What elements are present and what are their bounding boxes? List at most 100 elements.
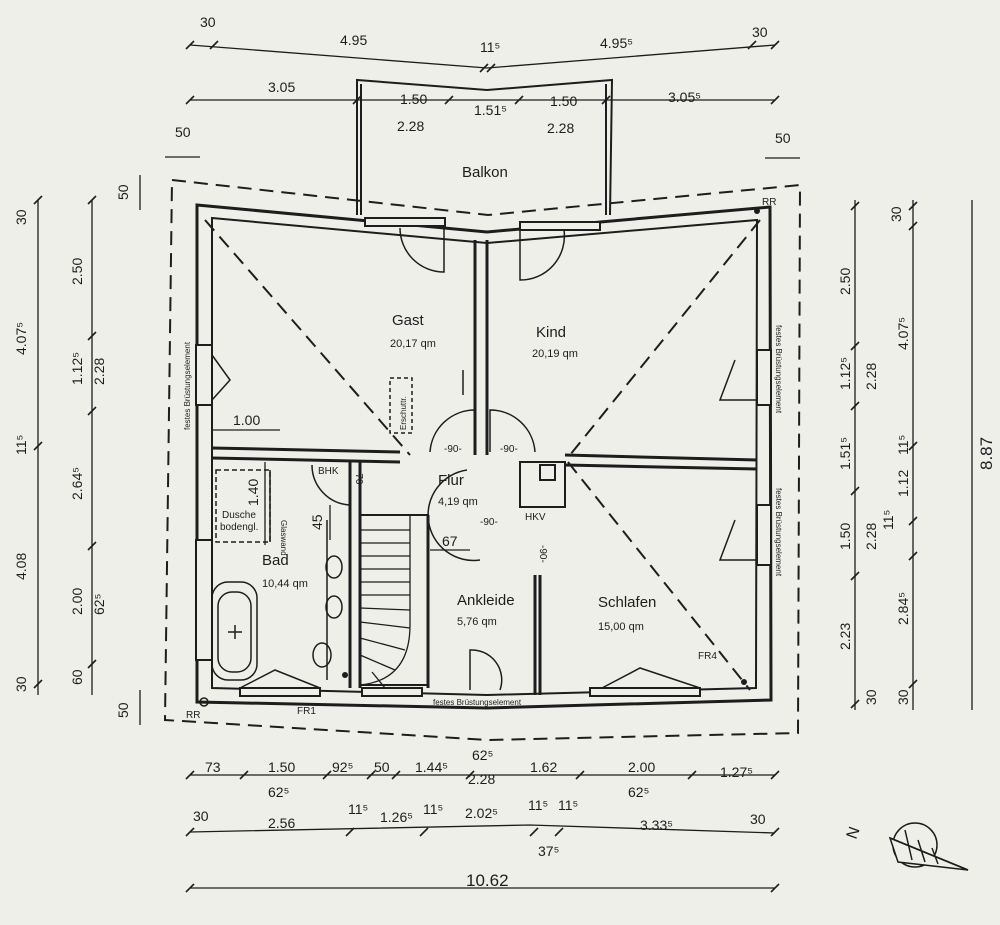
label-brust-bottom: festes Brüstungselement — [433, 698, 522, 707]
area-flur: 4,19 qm — [438, 496, 478, 508]
dimension-ticks — [33, 40, 918, 893]
dim-top1-1: 4.95 — [340, 32, 367, 48]
dim-top2-4: 1.50 — [550, 93, 577, 109]
windows — [195, 217, 772, 697]
area-bad: 10,44 qm — [262, 578, 308, 590]
label-rr-bottom: RR — [186, 710, 200, 721]
dim-right-outer-6: 30 — [895, 689, 911, 705]
dim-top1-3: 4.95⁵ — [600, 35, 633, 51]
dim-left-inner-6: 62⁵ — [91, 594, 107, 615]
label-bhk: BHK — [318, 466, 339, 477]
dim-bottom2-7: 11⁵ — [558, 797, 578, 813]
door-kind: -90- — [500, 444, 518, 455]
door-gast: -90- — [444, 444, 462, 455]
dim-right-inner-7: 30 — [863, 689, 879, 705]
dim-right-inner-2: 2.28 — [863, 363, 879, 390]
dim-top2-0: 3.05 — [268, 79, 295, 95]
dim-bottom1-4: 50 — [374, 759, 390, 775]
dim-bottom2-1: 2.56 — [268, 815, 295, 831]
room-gast: Gast — [392, 312, 425, 329]
door-ankleide: -90- — [537, 545, 548, 563]
label-bodengl: bodengl. — [220, 522, 258, 533]
dim-bottom1-8: 1.62 — [530, 759, 557, 775]
north-arrow-icon: N — [844, 822, 969, 871]
room-flur: Flur — [438, 472, 464, 489]
markers — [342, 208, 760, 685]
dim-67: 67 — [442, 533, 458, 549]
dim-top1-4: 30 — [752, 24, 768, 40]
area-gast: 20,17 qm — [390, 338, 436, 350]
dim-right-inner-1: 1.12⁵ — [837, 357, 853, 390]
dim-bottom1-5: 1.44⁵ — [415, 759, 448, 775]
dim-top1-2: 11⁵ — [480, 39, 500, 55]
label-fr4: FR4 — [698, 651, 717, 662]
dim-left-inner-2: 1.12⁵ — [69, 352, 85, 385]
dim-right-outer-0: 30 — [888, 206, 904, 222]
dim-bottom2-6: 11⁵ — [528, 797, 548, 813]
label-dusche: Dusche — [222, 510, 256, 521]
staircase — [359, 515, 411, 689]
room-labels: Balkon Gast 20,17 qm Kind 20,19 qm Flur … — [262, 164, 656, 633]
dim-top1-0: 30 — [200, 14, 216, 30]
dim-bottom2-4: 11⁵ — [423, 801, 443, 817]
dim-left-outer-4: 30 — [13, 676, 29, 692]
roof-outline — [163, 178, 802, 742]
label-hkv: HKV — [525, 512, 546, 523]
dim-right-outer-3: 1.12 — [895, 470, 911, 497]
dim-bottom2-9: 3.33⁵ — [640, 817, 673, 833]
dim-bottom2-10: 30 — [750, 811, 766, 827]
label-erschuettr: Erschuttr. — [399, 396, 408, 430]
room-kind: Kind — [536, 324, 566, 341]
label-rr-top: RR — [762, 197, 776, 208]
dimension-lines — [37, 44, 973, 889]
dim-bottom1-7: 2.28 — [468, 771, 495, 787]
balcony — [356, 78, 614, 216]
dim-bottom2-2: 11⁵ — [348, 801, 368, 817]
dim-corner-right: 50 — [775, 130, 791, 146]
dim-top2-2: 2.28 — [397, 118, 424, 134]
dim-left-inner-1: 2.50 — [69, 258, 85, 285]
dim-left-inner-0: 50 — [115, 184, 131, 200]
dim-left-outer-0: 30 — [13, 209, 29, 225]
room-ankleide: Ankleide — [457, 592, 515, 609]
dim-bottom1-10: 62⁵ — [628, 784, 649, 800]
room-balkon: Balkon — [462, 164, 508, 181]
dim-left-inner-4: 2.64⁵ — [69, 467, 85, 500]
dim-left-inner-5: 2.00 — [69, 588, 85, 615]
room-schlafen: Schlafen — [598, 594, 656, 611]
dim-left-outer-2: 11⁵ — [13, 435, 29, 455]
dim-bottom2-0: 30 — [193, 808, 209, 824]
dim-right-outer-5: 2.84⁵ — [895, 592, 911, 625]
dim-top2-1: 1.50 — [400, 91, 427, 107]
marker-rings — [199, 377, 413, 707]
dim-bottom2-8: 37⁵ — [538, 843, 559, 859]
area-schlafen: 15,00 qm — [598, 621, 644, 633]
dim-45: 45 — [309, 514, 325, 530]
label-brust-left: festes Brüstungselement — [183, 341, 192, 430]
dim-bottom1-11: 1.27⁵ — [720, 764, 753, 780]
dim-bottom1-6: 62⁵ — [472, 747, 493, 763]
dim-right-outer-1: 4.07⁵ — [895, 317, 911, 350]
dim-top2-6: 3.05⁵ — [668, 89, 701, 105]
area-kind: 20,19 qm — [532, 348, 578, 360]
dim-right-inner-4: 1.50 — [837, 523, 853, 550]
dim-corner-left: 50 — [175, 124, 191, 140]
dimension-texts: 30 4.95 11⁵ 4.95⁵ 30 3.05 1.50 2.28 1.51… — [13, 14, 996, 890]
room-bad: Bad — [262, 552, 289, 569]
dim-1-40: 1.40 — [245, 479, 261, 506]
dim-top2-3: 1.51⁵ — [474, 102, 507, 118]
north-label: N — [844, 825, 864, 842]
dim-top2-5: 2.28 — [547, 120, 574, 136]
dim-right-total: 8.87 — [977, 437, 996, 470]
dim-left-inner-7: 60 — [69, 669, 85, 685]
door-swings — [211, 227, 757, 691]
door-bad: -70- — [353, 470, 364, 488]
label-fr1: FR1 — [297, 706, 316, 717]
dim-right-inner-3: 1.51⁵ — [837, 437, 853, 470]
dim-left-outer-3: 4.08 — [13, 553, 29, 580]
dim-bottom1-1: 1.50 — [268, 759, 295, 775]
dim-left-outer-1: 4.07⁵ — [13, 322, 29, 355]
inner-dim-lines — [212, 429, 470, 551]
dim-bottom2-5: 2.02⁵ — [465, 805, 498, 821]
